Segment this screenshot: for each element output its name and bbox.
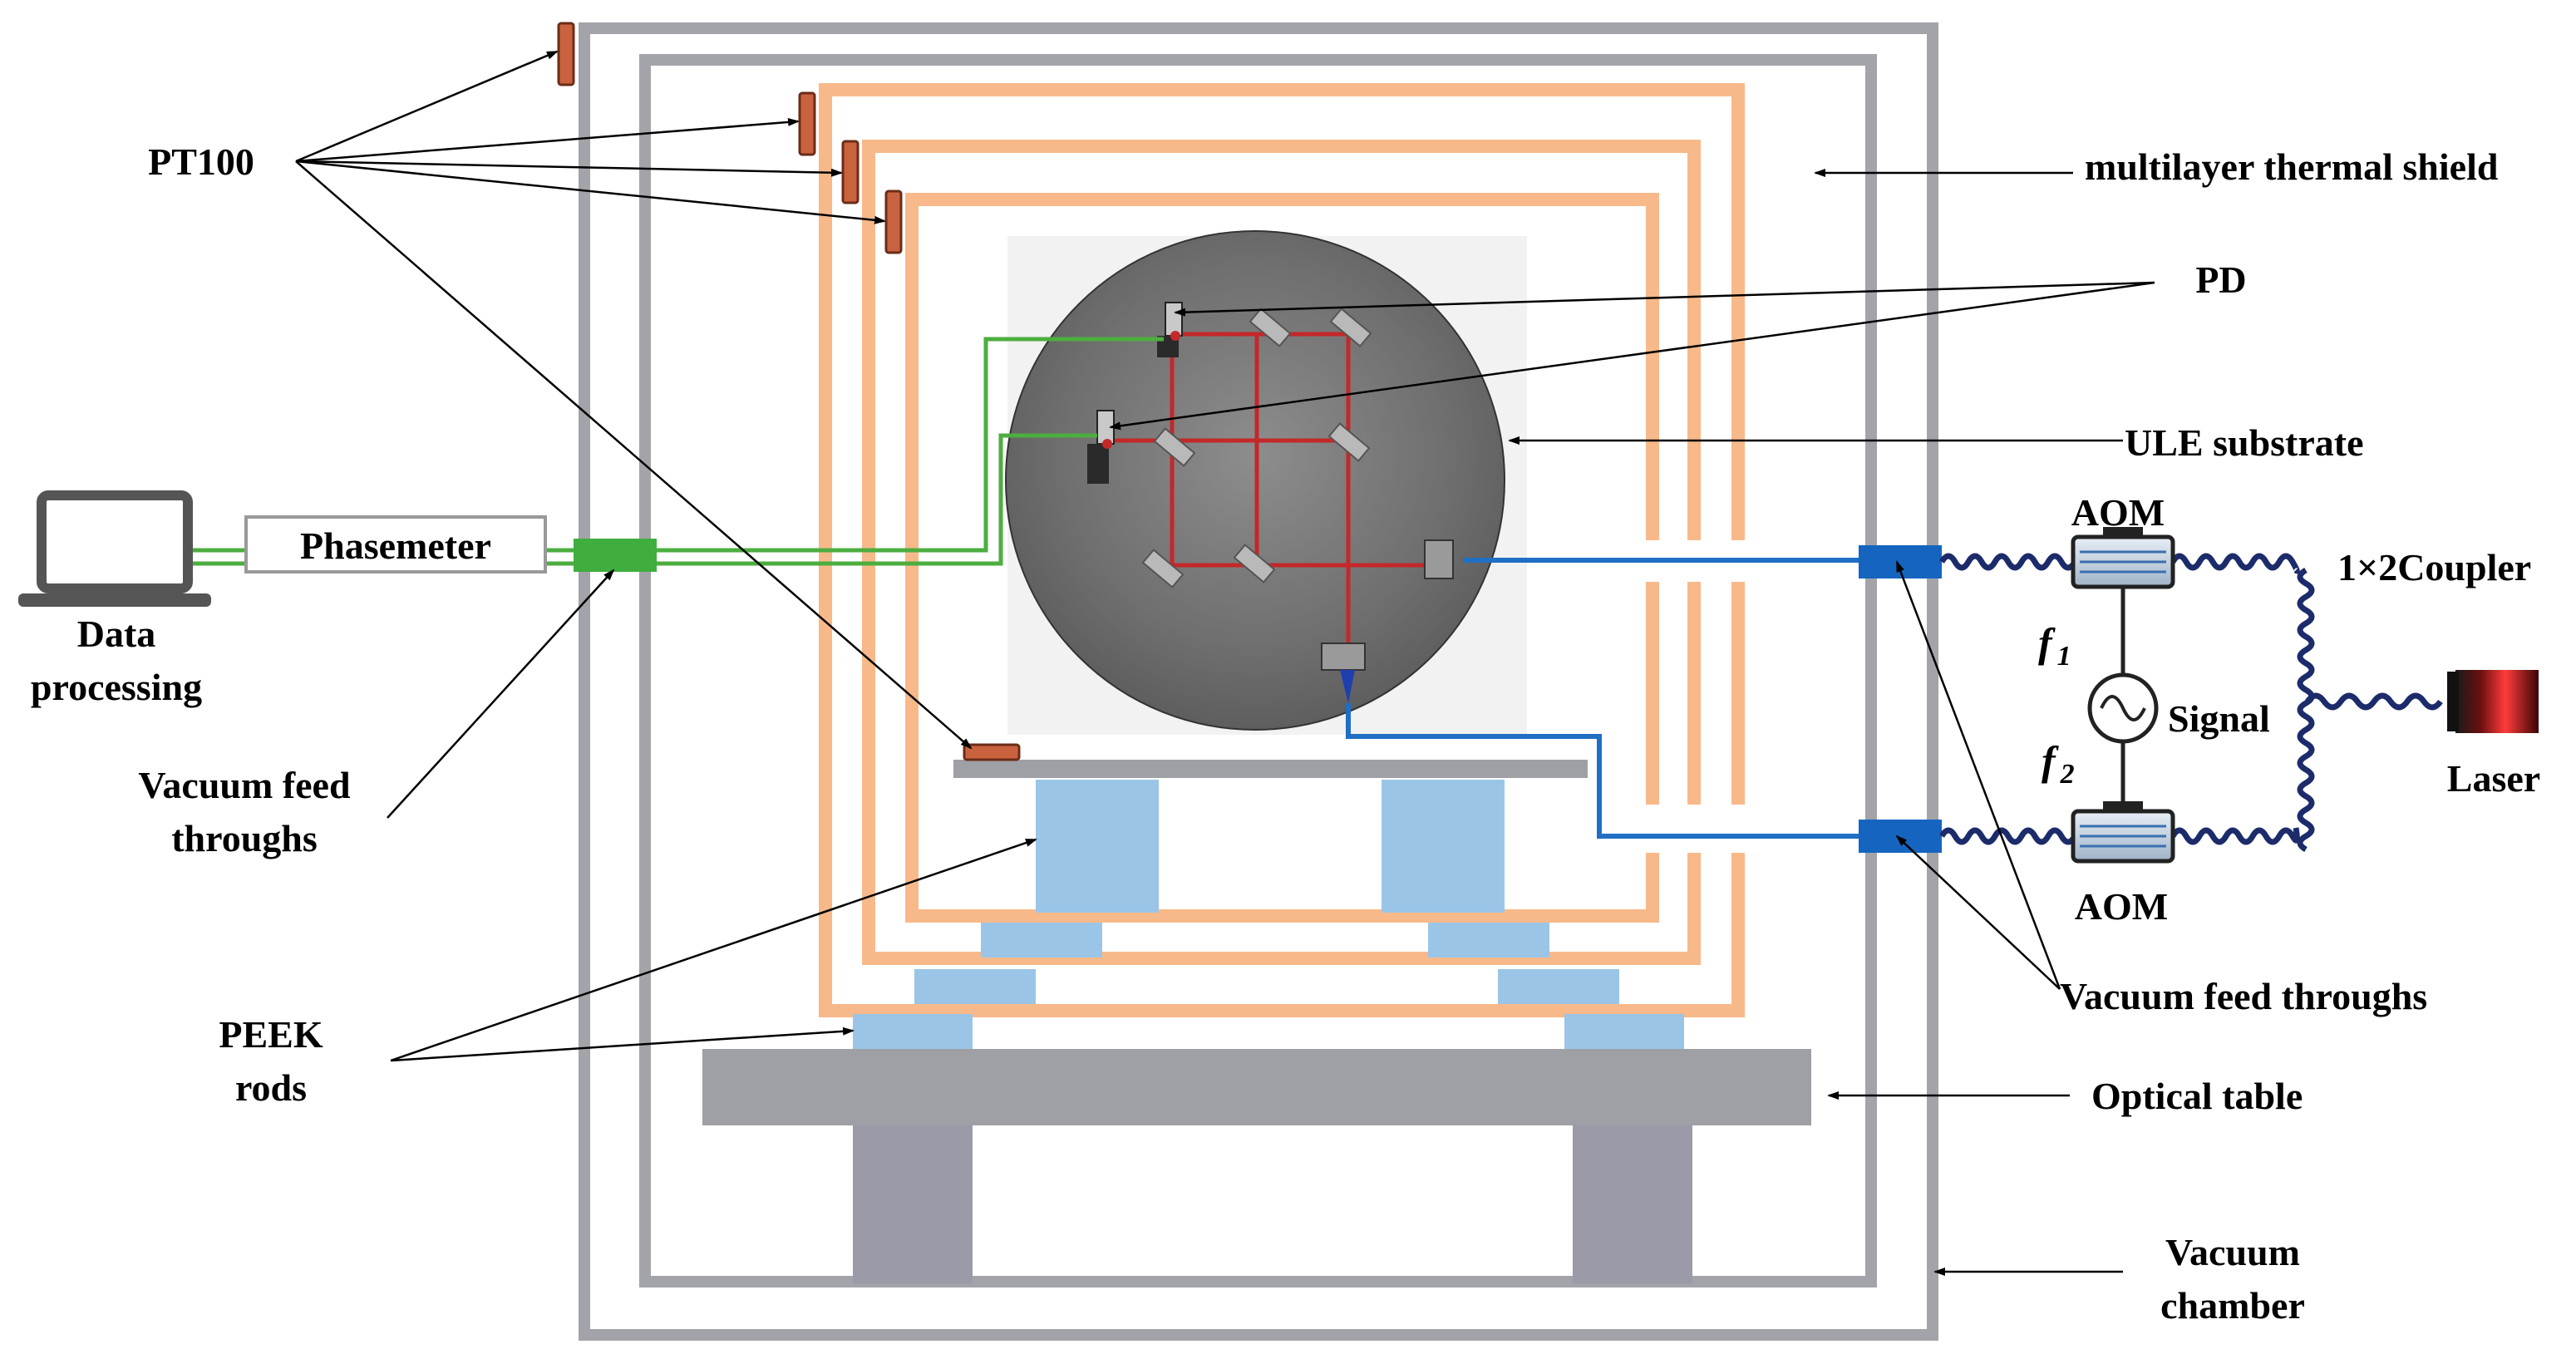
fiber-coils — [1938, 553, 2443, 853]
vacuum-chamber-label-line2: chamber — [2160, 1284, 2305, 1327]
laser-icon — [2447, 670, 2539, 733]
aom-icon — [2071, 527, 2175, 589]
peek-rods — [853, 780, 1684, 1049]
optical-table-label: Optical table — [2091, 1075, 2303, 1117]
photodiode-icon — [1087, 410, 1115, 484]
pt100-sensor — [798, 91, 816, 156]
collimator-bottom — [1321, 642, 1366, 671]
mirror-icon — [1153, 427, 1196, 467]
peek-rods-label-line1: PEEK — [219, 1013, 323, 1056]
feedthrough-left-label-line2: throughs — [171, 817, 318, 859]
peek-rods-label-line2: rods — [235, 1066, 307, 1109]
base-plate — [953, 760, 1588, 778]
mirror-icon — [1233, 544, 1276, 583]
feedthrough-green — [574, 539, 657, 572]
feedthrough-blue-bottom — [1859, 820, 1942, 853]
data-processing-label-line1: Data — [77, 613, 156, 655]
signal-generator-icon — [2087, 672, 2159, 744]
pt100-sensor — [884, 190, 903, 254]
pt100-label: PT100 — [148, 140, 254, 183]
vacuum-chamber-outer-wall — [579, 22, 1938, 1341]
optical-table — [702, 1049, 1811, 1125]
ule-substrate-label: ULE substrate — [2125, 421, 2364, 464]
collimator-right — [1424, 539, 1454, 579]
mirror-icon — [1329, 308, 1372, 347]
laptop-icon — [18, 490, 211, 607]
mirror-icons — [1141, 308, 1372, 588]
phasemeter-box — [244, 515, 547, 574]
pt100-sensor — [963, 743, 1021, 761]
mirror-icon — [1141, 549, 1185, 588]
vacuum-chamber-inner-wall — [639, 54, 1877, 1287]
table-leg-left — [853, 1125, 973, 1283]
feedthrough-blue-top — [1859, 545, 1942, 578]
pd-label: PD — [2195, 258, 2246, 301]
laser-label: Laser — [2447, 757, 2540, 800]
feedthrough-right-label: Vacuum feed throughs — [2060, 975, 2427, 1017]
coupler-label: 1×2Coupler — [2337, 546, 2531, 588]
aom-bottom-label: AOM — [2075, 885, 2168, 928]
pt100-sensor — [557, 22, 575, 86]
aom-icon — [2071, 801, 2175, 864]
pt100-sensors — [557, 22, 1021, 761]
collimator-bottom-tip — [1340, 670, 1355, 703]
mirror-icon — [1327, 422, 1371, 462]
vacuum-chamber-label-line1: Vacuum — [2165, 1231, 2300, 1273]
pt100-sensor — [841, 140, 859, 204]
thermal-shield-label: multilayer thermal shield — [2085, 145, 2499, 188]
blue-fibers — [1346, 558, 1862, 839]
phasemeter-label: Phasemeter — [300, 524, 491, 567]
table-leg-right — [1573, 1125, 1692, 1283]
annotation-arrows — [295, 50, 2155, 1276]
mirror-icon — [1249, 308, 1292, 347]
feedthrough-left-label-line1: Vacuum feed — [138, 764, 351, 806]
data-processing-label-line2: processing — [31, 666, 202, 708]
signal-label: Signal — [2168, 697, 2270, 740]
aom-top-label: AOM — [2071, 491, 2165, 534]
